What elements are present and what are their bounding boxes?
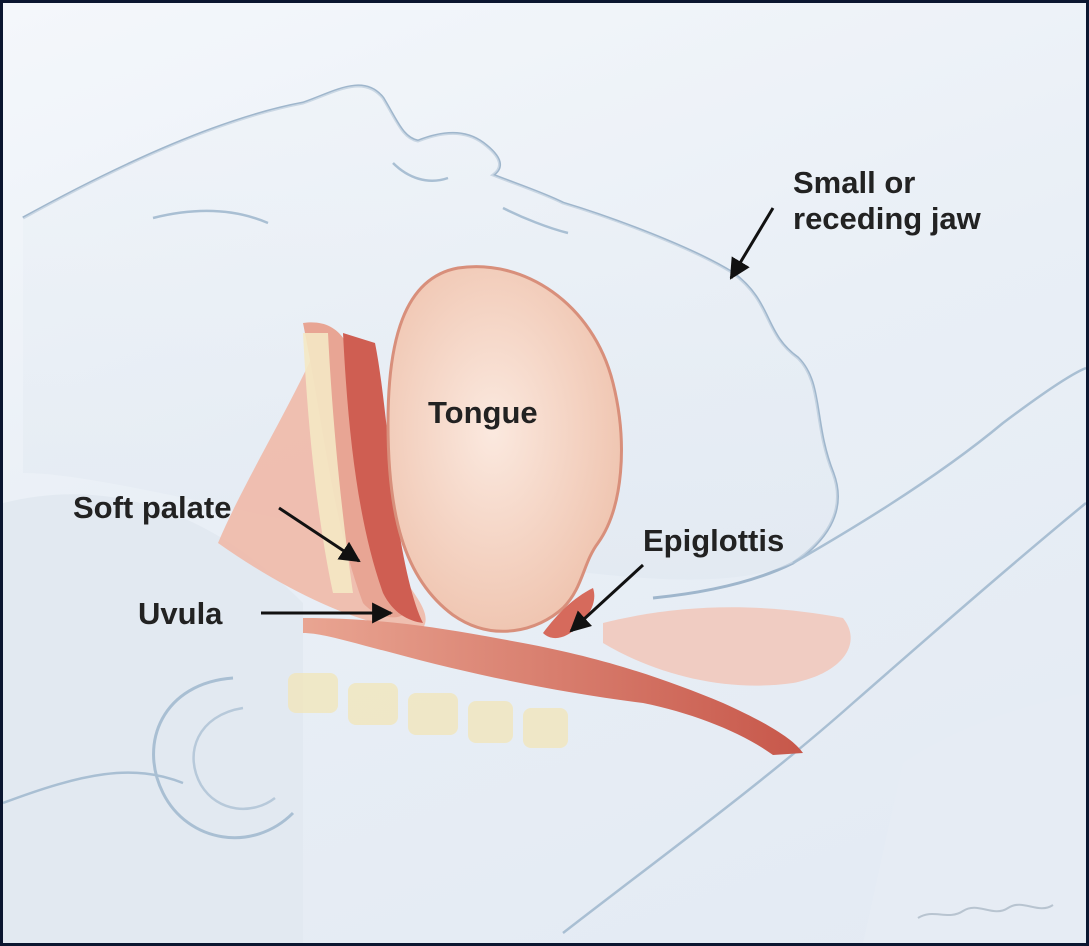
- arrow-small-jaw: [731, 208, 773, 278]
- label-soft-palate: Soft palate: [73, 490, 231, 526]
- label-small-or-receding-jaw: Small or receding jaw: [793, 165, 981, 237]
- label-tongue: Tongue: [428, 395, 538, 431]
- vertebra: [523, 708, 568, 748]
- label-small-jaw-line1: Small or: [793, 165, 981, 201]
- vertebra: [288, 673, 338, 713]
- vertebra: [408, 693, 458, 735]
- sleep-apnea-illustration: [3, 3, 1086, 943]
- label-small-jaw-line2: receding jaw: [793, 201, 981, 237]
- neck-line-upper: [793, 368, 1086, 563]
- label-epiglottis: Epiglottis: [643, 523, 784, 559]
- vertebra: [348, 683, 398, 725]
- label-uvula: Uvula: [138, 596, 222, 632]
- vertebra: [468, 701, 513, 743]
- vertebrae: [288, 673, 568, 748]
